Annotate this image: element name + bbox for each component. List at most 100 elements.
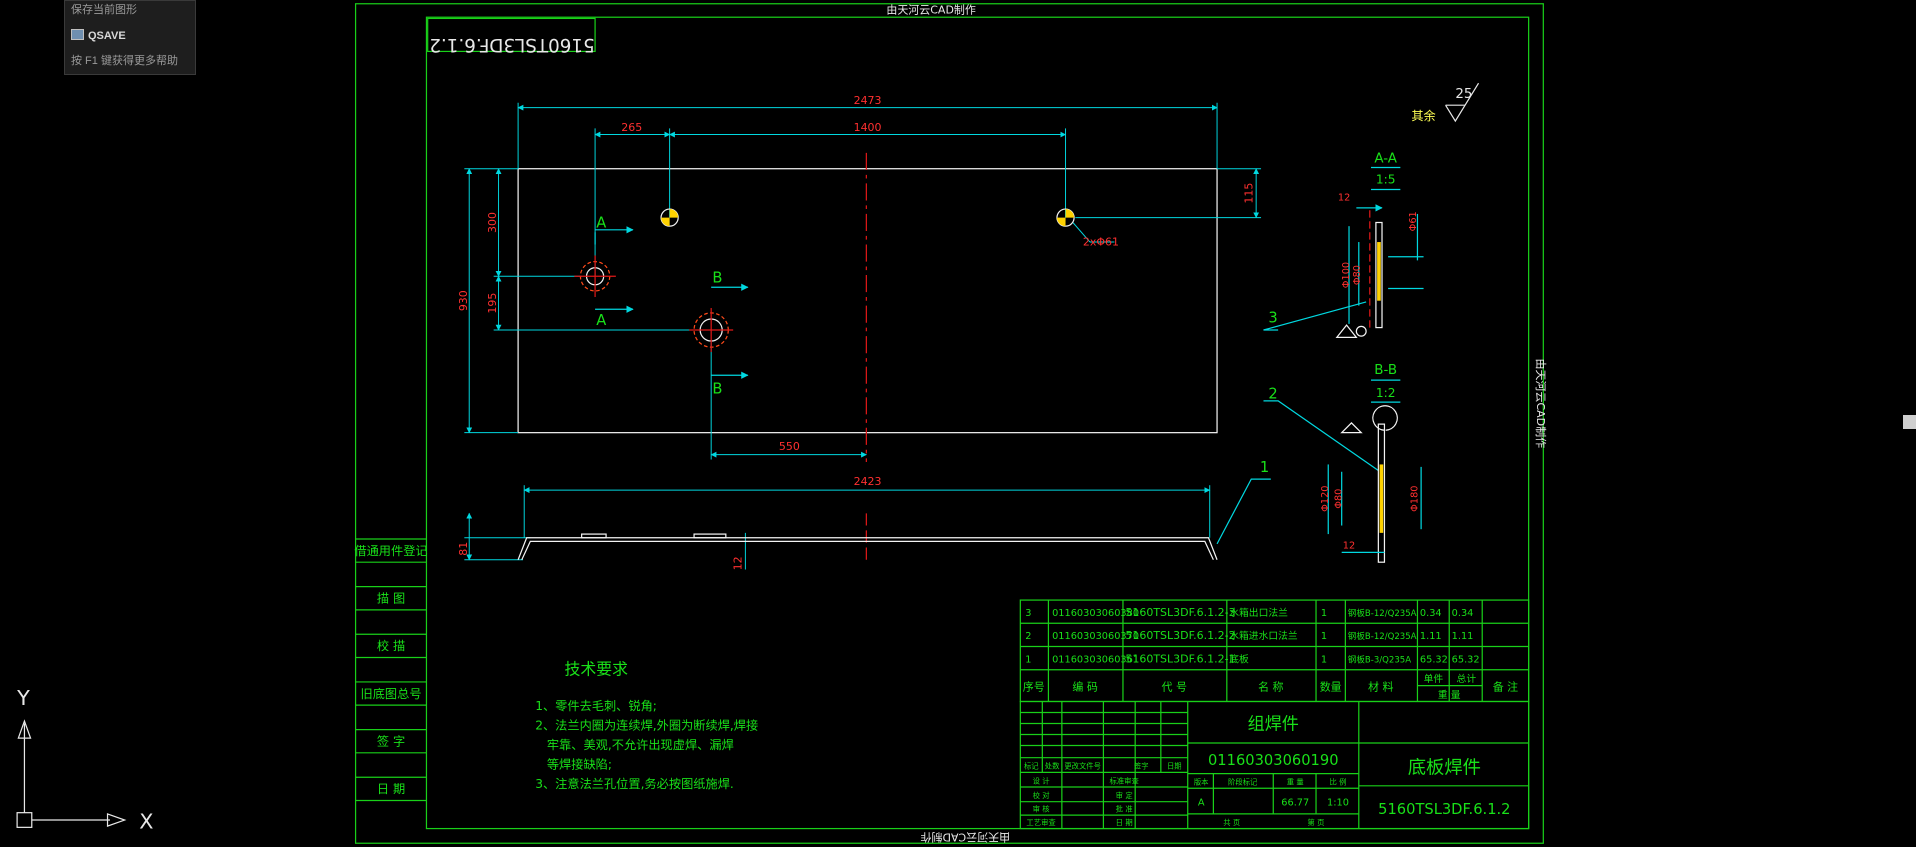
dim-height-195: 195 <box>486 293 499 314</box>
process-review-label: 工艺审查 <box>1026 818 1056 827</box>
section-aa: A-A 1:5 12 Φ100 Φ80 Φ61 <box>1335 152 1424 338</box>
rev-count: 处数 <box>1045 762 1060 771</box>
bom-header: 名 称 <box>1258 679 1283 693</box>
bom-header: 代 号 <box>1162 680 1187 693</box>
cut-a-top: A <box>596 214 606 231</box>
left-register-column <box>355 561 427 802</box>
register-signature: 签 字 <box>377 733 405 748</box>
section-cut-lines <box>594 226 749 379</box>
dimension-lines <box>464 102 1262 570</box>
bom-row: 2 01160303060370 5160TSL3DF.6.1.2-2 水箱进水… <box>1025 629 1473 642</box>
dim-side-height: 81 <box>457 542 470 556</box>
assembly-code: 01160303060190 <box>1208 752 1339 769</box>
technical-requirements: 技术要求 1、零件去毛刺、锐角; 2、法兰内圈为连续焊,外圈为断续焊,焊接 牢靠… <box>535 660 758 792</box>
tech-title: 技术要求 <box>565 660 629 679</box>
dim-hole-offset: 265 <box>621 121 642 134</box>
plate-outline <box>517 168 1218 434</box>
bom-cell: 5160TSL3DF.6.1.2-2 <box>1125 629 1235 642</box>
bom-header: 备 注 <box>1493 679 1518 693</box>
bom-header: 数量 <box>1320 680 1342 693</box>
bom-header: 总计 <box>1457 672 1477 685</box>
bom-cell: 1 <box>1321 608 1327 619</box>
rev-date: 日期 <box>1167 762 1182 771</box>
weight-value: 66.77 <box>1281 797 1309 808</box>
bom-cell: 底板 <box>1229 652 1249 665</box>
tech-line-2: 2、法兰内圈为连续焊,外圈为断续焊,焊接 <box>535 718 758 733</box>
cut-b-bottom: B <box>712 381 722 398</box>
bom-cell: 钢板B-3/Q235A <box>1348 653 1411 665</box>
watermark-right: 由天河云CAD制作 <box>1534 359 1548 449</box>
tech-line-4: 等焊接缺陷; <box>535 757 612 772</box>
bom-row: 3 01160303060380 5160TSL3DF.6.1.2-3 水箱出口… <box>1025 606 1473 619</box>
bom-cell: 1.11 <box>1420 631 1442 642</box>
dim-hole-spacing: 1400 <box>854 121 882 134</box>
bom-cell: 水箱出口法兰 <box>1229 606 1288 619</box>
rev-mark: 标记 <box>1024 762 1039 771</box>
design-label: 设 计 <box>1033 776 1051 785</box>
drawing-code-box: 5160TSL3DF.6.1.2 <box>427 17 596 55</box>
cut-b-top: B <box>712 269 722 286</box>
drawing-name: 底板焊件 <box>1408 758 1481 779</box>
bom-cell: 钢板B-12/Q235A <box>1348 607 1417 619</box>
stage-scale: 比 例 <box>1330 778 1347 787</box>
bom-header: 单件 <box>1424 673 1444 685</box>
bom-cell: 5160TSL3DF.6.1.2-3 <box>1125 606 1235 619</box>
register-date: 日 期 <box>377 782 405 796</box>
stage-version: 版本 <box>1194 778 1209 787</box>
flange-b <box>689 308 734 353</box>
scrollbar-thumb[interactable] <box>1903 415 1916 429</box>
hole-left <box>660 208 679 227</box>
bom-row: 1 01160303060361 5160TSL3DF.6.1.2-1 底板 1… <box>1025 652 1479 665</box>
dim-hole-label: 2xΦ61 <box>1083 236 1119 249</box>
bb-dim-12: 12 <box>1343 541 1355 552</box>
balloon-3: 3 <box>1268 310 1277 327</box>
bom-cell: 1 <box>1321 631 1327 642</box>
section-cut-labels: A A B B <box>596 214 722 397</box>
aa-dim-phi80: Φ80 <box>1352 265 1363 285</box>
roughness-symbol <box>1445 82 1480 123</box>
review-label: 审 核 <box>1033 804 1051 813</box>
check-label: 校 对 <box>1033 791 1051 800</box>
section-aa-scale: 1:5 <box>1376 172 1396 186</box>
bom-header: 编 码 <box>1072 679 1097 693</box>
bom-cell: 0.34 <box>1452 608 1474 619</box>
scale-value: 1:10 <box>1327 797 1349 808</box>
dim-overall-length: 2473 <box>854 94 882 107</box>
approve-final-label: 审 定 <box>1116 791 1134 800</box>
aa-dim-12: 12 <box>1338 192 1350 203</box>
register-old-base-no: 旧底图总号 <box>361 686 422 701</box>
ucs-y-label: Y <box>16 686 30 710</box>
tooltip-previous-text: 保存当前图形 <box>71 4 137 16</box>
stage-mark: 阶段标记 <box>1228 778 1258 787</box>
bom-cell: 钢板B-12/Q235A <box>1348 630 1417 642</box>
side-view <box>517 533 1218 561</box>
bom-cell: 0.34 <box>1420 608 1442 619</box>
watermark-bottom: 由天河云CAD制作 <box>921 830 1011 844</box>
tooltip-command-name: QSAVE <box>88 30 126 42</box>
dim-height-right: 115 <box>1242 183 1255 204</box>
tech-line-5: 3、注意法兰孔位置,务必按图纸施焊. <box>535 776 734 791</box>
bom-header: 序号 <box>1023 679 1045 693</box>
tech-line-1: 1、零件去毛刺、锐角; <box>535 699 657 713</box>
dim-height-300: 300 <box>486 212 499 233</box>
balloon-numbers: 3 2 1 <box>1260 310 1278 476</box>
section-bb-scale: 1:2 <box>1376 386 1396 400</box>
assembly-type: 组焊件 <box>1248 715 1299 735</box>
section-aa-title: A-A <box>1374 152 1397 167</box>
bom-header: 重 量 <box>1438 688 1461 701</box>
bom-cell: 1 <box>1321 654 1327 665</box>
bom-cell: 5160TSL3DF.6.1.2-1 <box>1125 652 1235 665</box>
command-tooltip: 保存当前图形 QSAVE 按 F1 键获得更多帮助 <box>64 0 196 75</box>
bb-dim-phi120: Φ120 <box>1320 485 1331 511</box>
balloon-1: 1 <box>1260 459 1269 476</box>
approve-label: 批 准 <box>1116 804 1133 813</box>
bom-cell: 水箱进水口法兰 <box>1229 629 1298 642</box>
dim-total-height: 930 <box>457 290 470 311</box>
bom-cell: 3 <box>1025 608 1031 619</box>
bom-cell: 65.32 <box>1420 654 1448 665</box>
watermark-top: 由天河云CAD制作 <box>886 3 976 17</box>
stage-value: A <box>1198 797 1205 808</box>
title-block <box>1019 700 1530 830</box>
save-icon <box>71 29 84 40</box>
